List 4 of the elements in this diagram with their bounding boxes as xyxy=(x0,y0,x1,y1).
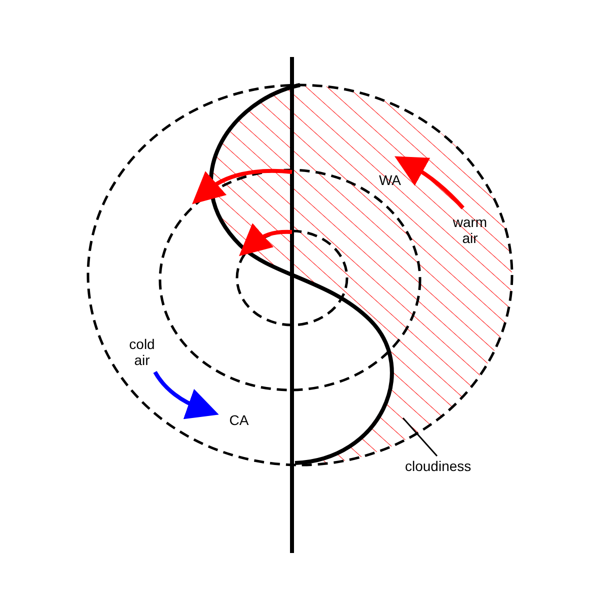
callout-text: cloudiness xyxy=(405,458,472,474)
leader-line xyxy=(402,418,438,456)
region-label: cold air xyxy=(128,336,156,368)
region-label: CA xyxy=(228,412,250,428)
